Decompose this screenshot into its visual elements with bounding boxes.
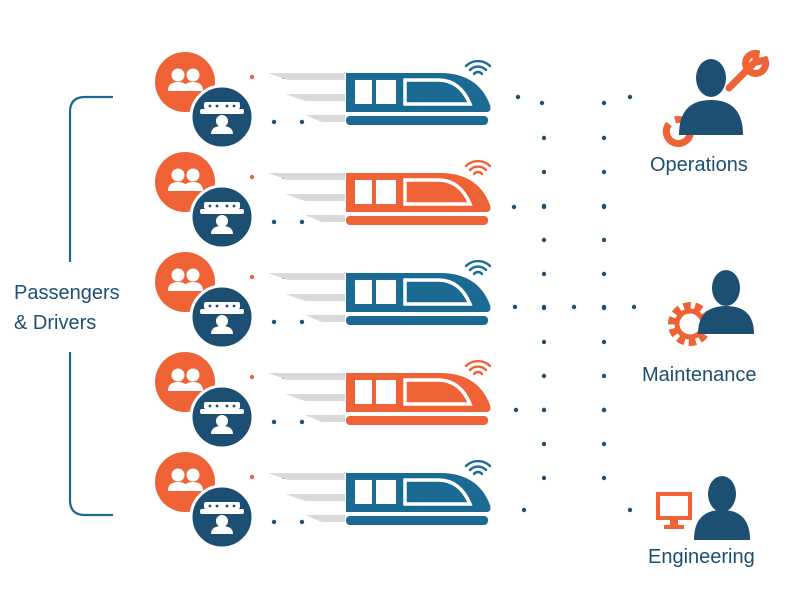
wifi-icon (464, 359, 492, 376)
train-row (155, 152, 492, 250)
connection-dot (601, 237, 607, 243)
connection-dot (541, 203, 547, 209)
train-row (155, 452, 492, 550)
connection-dot (601, 169, 607, 175)
connection-dot (541, 169, 547, 175)
train-icon (346, 73, 491, 125)
connection-dot (601, 407, 607, 413)
connection-dot (601, 475, 607, 481)
driver-icon (189, 184, 255, 250)
connection-dot (541, 271, 547, 277)
connection-dot (571, 304, 577, 310)
connection-dot (541, 407, 547, 413)
operations-label: Operations (650, 154, 748, 176)
group-label-line2: & Drivers (14, 312, 97, 334)
speed-lines (268, 173, 345, 222)
signal-dots (249, 74, 305, 125)
connection-dot (541, 475, 547, 481)
connection-dot (541, 441, 547, 447)
driver-icon (189, 384, 255, 450)
group-label-line1: Passengers (14, 282, 120, 304)
train-icon (346, 273, 491, 325)
connection-dot (511, 204, 517, 210)
connection-dot (601, 135, 607, 141)
driver-icon (189, 84, 255, 150)
connection-dot (515, 94, 521, 100)
connection-dots (511, 94, 637, 513)
signal-dots (249, 374, 305, 425)
worker-gear-icon (668, 270, 754, 346)
engineering-label: Engineering (648, 546, 755, 568)
speed-lines (268, 73, 345, 122)
train-icon (346, 173, 491, 225)
connection-dot (539, 100, 545, 106)
wifi-icon (464, 259, 492, 276)
wifi-icon (464, 159, 492, 176)
connection-dot (512, 304, 518, 310)
signal-dots (249, 274, 305, 325)
connection-dot (601, 203, 607, 209)
train-row (155, 252, 492, 350)
maintenance-label: Maintenance (642, 364, 757, 386)
train-icon (346, 373, 491, 425)
speed-lines (268, 473, 345, 522)
connection-dot (541, 339, 547, 345)
worker-wrench-icon (662, 49, 770, 147)
worker-monitor-icon (656, 476, 750, 540)
driver-icon (189, 284, 255, 350)
connection-dot (601, 339, 607, 345)
signal-dots (249, 474, 305, 525)
wifi-icon (464, 459, 492, 476)
signal-dots (249, 174, 305, 225)
driver-icon (189, 484, 255, 550)
connection-dot (541, 305, 547, 311)
train-icon (346, 473, 491, 525)
connection-dot (541, 135, 547, 141)
connection-dot (631, 304, 637, 310)
speed-lines (268, 373, 345, 422)
connection-dot (541, 237, 547, 243)
wifi-icon (464, 59, 492, 76)
connection-dot (627, 94, 633, 100)
connection-dot (601, 271, 607, 277)
train-row (155, 352, 492, 450)
connection-dot (601, 100, 607, 106)
connection-dot (627, 507, 633, 513)
passengers-drivers-bracket (68, 95, 113, 517)
connection-dot (521, 507, 527, 513)
connection-dot (601, 441, 607, 447)
connection-dot (601, 373, 607, 379)
connection-dot (541, 373, 547, 379)
speed-lines (268, 273, 345, 322)
train-row (155, 52, 492, 150)
connection-dot (513, 407, 519, 413)
connection-dot (601, 305, 607, 311)
passengers-drivers-label: Passengers & Drivers (14, 278, 120, 338)
